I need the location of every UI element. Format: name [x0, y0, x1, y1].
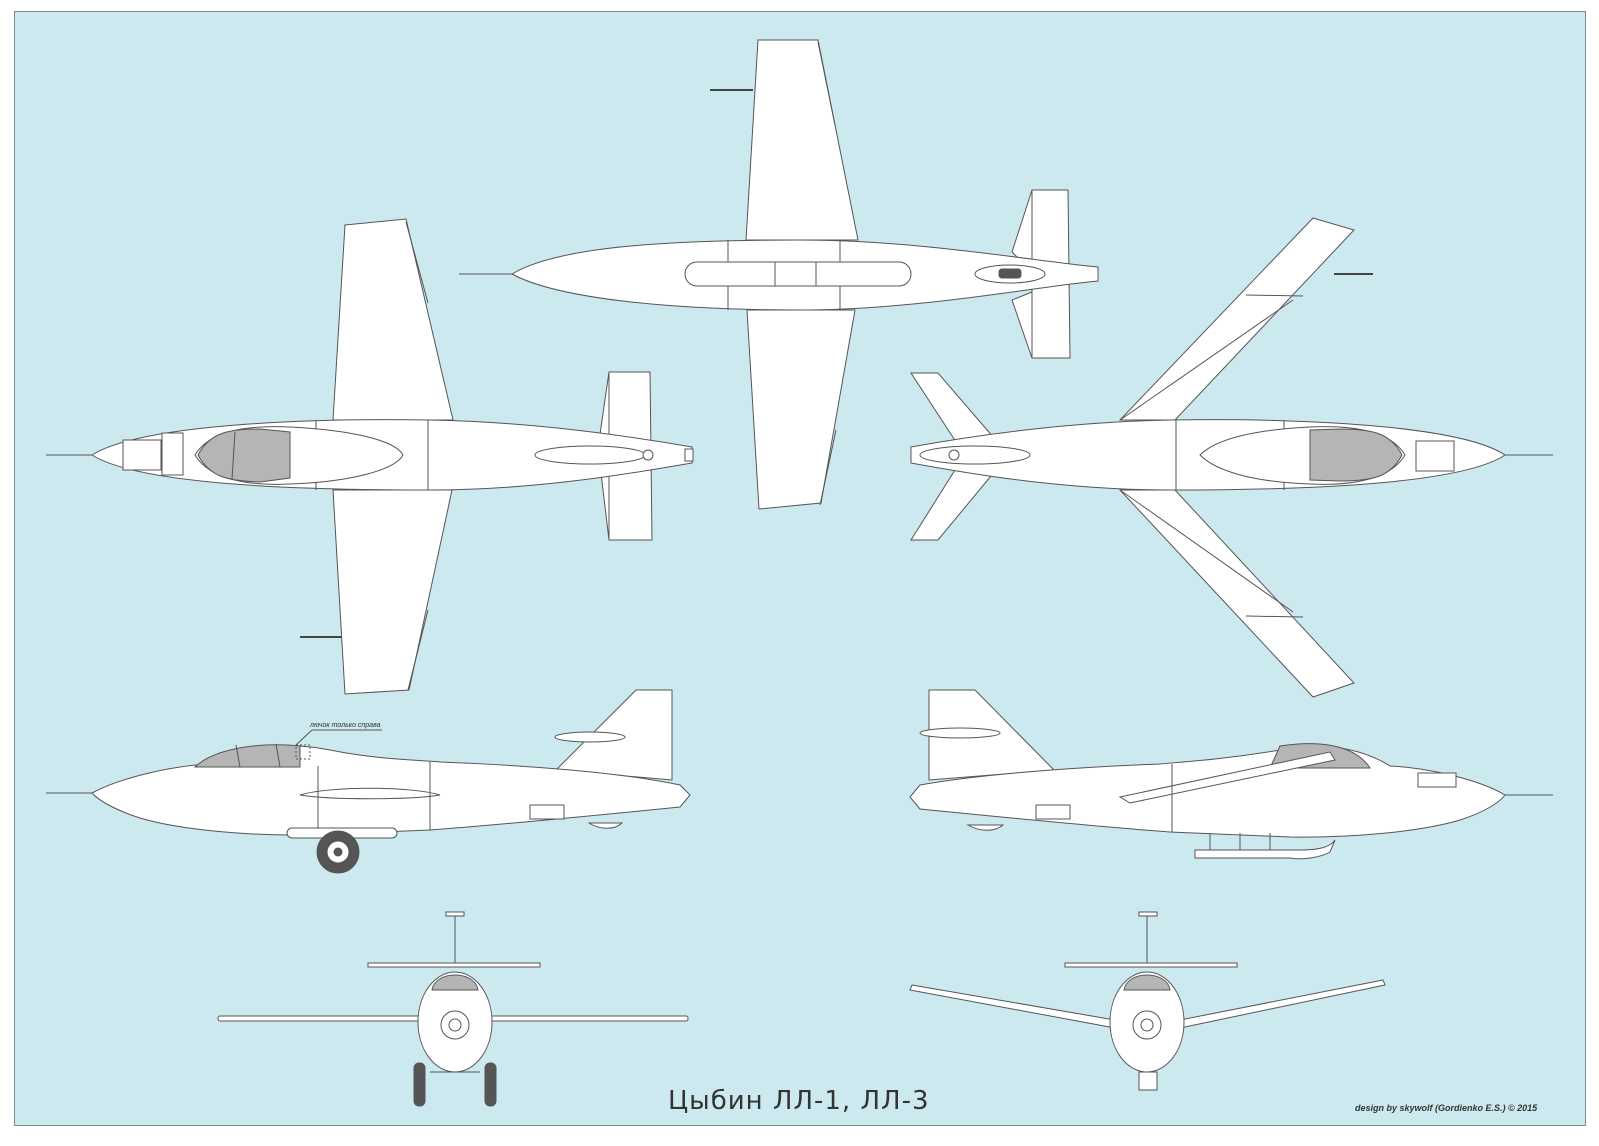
- credit-label: design by skywolf (Gordienko E.S.) © 201…: [1355, 1103, 1538, 1113]
- side-view-ll3: [909, 689, 1553, 860]
- hatch-note: лючок только справа: [309, 722, 381, 729]
- front-view-ll3: [909, 911, 1386, 1091]
- front-view-ll1: [217, 911, 689, 1107]
- drawing-title: Цыбин ЛЛ-1, ЛЛ-3: [668, 1086, 930, 1116]
- top-view-ll1: [46, 218, 694, 695]
- bottom-view-ll1: [459, 39, 1099, 510]
- top-view-ll3: [910, 217, 1553, 698]
- side-view-ll1: [46, 689, 691, 874]
